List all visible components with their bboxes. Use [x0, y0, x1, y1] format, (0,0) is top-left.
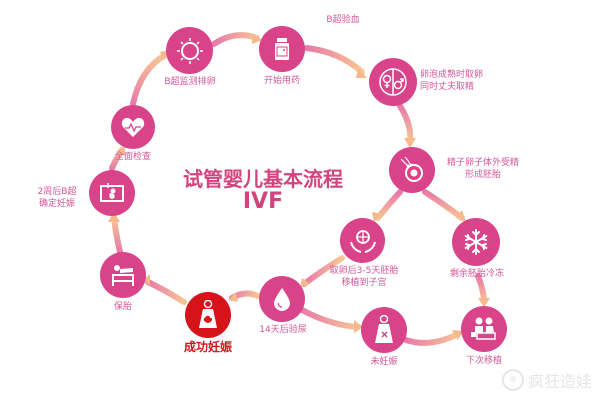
arrow-monitoring-to-medication — [211, 32, 260, 47]
step-next-transfer — [461, 306, 507, 352]
step-full-checkup — [111, 105, 155, 149]
label-line-1: 2周后B超 — [37, 187, 77, 197]
step-embryo-transfer-label: 取卵后3-5天胚胎 移植到子宫 — [326, 265, 402, 289]
step-ultrasound-blood-test-label: B超验血 — [326, 15, 360, 25]
label-line-2: 移植到子宫 — [341, 278, 387, 288]
sperm-egg-icon — [400, 156, 423, 182]
gender-symbols-icon — [379, 68, 407, 96]
snowflake-icon — [464, 229, 488, 255]
step-start-medication — [259, 26, 305, 72]
label-line-2: 同时丈夫取精 — [420, 82, 475, 92]
step-success-pregnancy — [185, 292, 231, 338]
ultrasound-fetus-icon — [100, 183, 124, 202]
step-ultrasound-confirm — [89, 170, 135, 216]
step-urine-test — [259, 276, 305, 322]
pregnant-woman-icon — [199, 300, 217, 328]
step-pregnancy-care — [100, 252, 146, 298]
step-not-pregnant-label: 未妊娠 — [370, 357, 398, 367]
ovary-sun-icon — [176, 37, 203, 64]
arrow-success-to-care — [145, 279, 187, 305]
label-line-1: 卵泡成熟时取卵 — [420, 70, 484, 80]
heart-pulse-icon — [121, 117, 145, 137]
step-not-pregnant — [361, 307, 407, 353]
label-line-1: 取卵后3-5天胚胎 — [329, 266, 399, 276]
watermark: ⊕ 疯狂造娃 — [501, 368, 592, 392]
step-full-checkup-label: 全面检查 — [114, 152, 151, 162]
arrow-retrieval-to-fertilization — [397, 103, 414, 145]
step-egg-retrieval — [369, 58, 417, 106]
step-embryo-transfer — [340, 218, 385, 263]
step-start-medication-label: 开始用药 — [263, 76, 300, 86]
medicine-bottle-icon — [275, 38, 289, 60]
step-next-transfer-label: 下次移植 — [465, 356, 502, 366]
wechat-icon: ⊕ — [501, 369, 524, 391]
label-line-1: 精子卵子体外受精 — [446, 158, 519, 168]
step-urine-test-label: 14天后验尿 — [259, 325, 307, 335]
drop-icon — [274, 288, 290, 311]
step-pregnancy-care-label: 保胎 — [113, 302, 132, 312]
doctor-patient-icon — [471, 317, 496, 340]
step-success-pregnancy-label: 成功妊娠 — [183, 340, 232, 354]
arrow-not-pregnant-to-next — [403, 331, 461, 346]
label-line-2: 确定妊娠 — [38, 199, 75, 209]
step-ultrasound-confirm-label: 2周后B超 确定妊娠 — [28, 186, 86, 210]
woman-cross-icon — [375, 315, 393, 343]
step-ultrasound-ovulation — [166, 27, 213, 74]
arrow-medication-to-retrieval — [304, 45, 365, 75]
label-line-2: 形成胚胎 — [464, 170, 501, 180]
step-embryo-freezing-label: 剩余胚胎冷冻 — [449, 269, 504, 279]
arrow-care-to-confirm — [111, 215, 123, 255]
hands-embryo-icon — [349, 229, 376, 253]
step-ivf-fertilization-label: 精子卵子体外受精 形成胚胎 — [438, 157, 528, 181]
arrow-checkup-to-monitoring — [130, 52, 168, 107]
step-embryo-freezing — [452, 218, 500, 266]
step-ultrasound-ovulation-label: B超监测排卵 — [164, 77, 216, 87]
step-ivf-fertilization — [389, 147, 435, 193]
step-egg-retrieval-label: 卵泡成熟时取卵 同时丈夫取精 — [420, 69, 500, 93]
diagram-title: 试管婴儿基本流程 — [183, 167, 343, 191]
watermark-text: 疯狂造娃 — [527, 372, 592, 391]
arrow-urine-to-not-pregnant — [299, 307, 361, 330]
diagram-subtitle: IVF — [242, 189, 284, 214]
arrow-fertilization-to-freezing — [422, 189, 465, 221]
bed-rest-icon — [112, 265, 134, 286]
